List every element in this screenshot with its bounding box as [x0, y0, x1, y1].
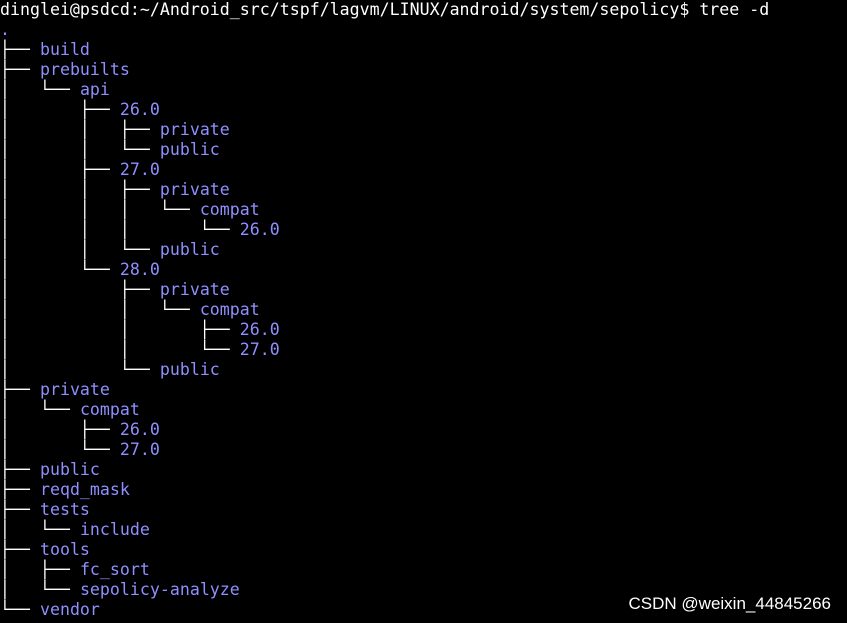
tree-branch-prefix: ├──: [0, 60, 40, 79]
tree-line: │ │ ├── 26.0: [0, 320, 280, 340]
tree-branch-prefix: ├──: [0, 460, 40, 479]
directory-name: fc_sort: [79, 560, 150, 579]
tree-branch-prefix: ├──: [0, 480, 40, 499]
tree-line: │ │ └── public: [0, 240, 220, 260]
tree-branch-prefix: │ └──: [0, 260, 120, 279]
directory-name: compat: [199, 300, 260, 319]
tree-branch-prefix: │ │ │ └──: [0, 220, 240, 239]
tree-line: │ └── 28.0: [0, 260, 160, 280]
tree-branch-prefix: │ └──: [0, 360, 160, 379]
tree-line: │ ├── 26.0: [0, 420, 160, 440]
tree-branch-prefix: │ └──: [0, 580, 80, 599]
tree-branch-prefix: ├──: [0, 540, 40, 559]
tree-line: ├── reqd_mask: [0, 480, 130, 500]
tree-line: │ └── compat: [0, 400, 140, 420]
tree-line: │ ├── private: [0, 280, 230, 300]
directory-name: public: [159, 240, 220, 259]
tree-branch-prefix: │ │ └──: [0, 240, 160, 259]
tree-line: │ │ └── public: [0, 140, 220, 160]
directory-name: 28.0: [119, 260, 160, 279]
tree-branch-prefix: │ ├──: [0, 160, 120, 179]
directory-name: 26.0: [119, 420, 160, 439]
directory-name: include: [79, 520, 150, 539]
tree-line: ├── prebuilts: [0, 60, 130, 80]
tree-branch-prefix: │ ├──: [0, 560, 80, 579]
tree-branch-prefix: │ └──: [0, 80, 80, 99]
tree-line: └── vendor: [0, 600, 100, 620]
directory-name: 26.0: [119, 100, 160, 119]
directory-name: reqd_mask: [39, 480, 130, 499]
tree-branch-prefix: │ └──: [0, 440, 120, 459]
tree-branch-prefix: │ ├──: [0, 420, 120, 439]
tree-branch-prefix: │ │ ├──: [0, 120, 160, 139]
tree-branch-prefix: │ │ └──: [0, 340, 240, 359]
tree-branch-prefix: │ │ │ └──: [0, 200, 200, 219]
tree-root: .: [0, 20, 10, 39]
tree-branch-prefix: ├──: [0, 380, 40, 399]
tree-branch-prefix: │ │ └──: [0, 300, 200, 319]
tree-line: │ │ ├── private: [0, 120, 230, 140]
directory-name: private: [159, 280, 230, 299]
tree-line: │ └── api: [0, 80, 110, 100]
directory-name: compat: [199, 200, 260, 219]
tree-line: │ │ └── compat: [0, 300, 260, 320]
directory-name: tests: [39, 500, 90, 519]
tree-line: │ └── 27.0: [0, 440, 160, 460]
tree-branch-prefix: ├──: [0, 500, 40, 519]
directory-name: private: [159, 120, 230, 139]
directory-name: 27.0: [239, 340, 280, 359]
tree-branch-prefix: │ │ ├──: [0, 320, 240, 339]
tree-line: ├── tests: [0, 500, 90, 520]
directory-name: public: [39, 460, 100, 479]
tree-branch-prefix: │ │ ├──: [0, 180, 160, 199]
directory-name: compat: [79, 400, 140, 419]
directory-name: 26.0: [239, 320, 280, 339]
directory-name: public: [159, 140, 220, 159]
directory-name: private: [159, 180, 230, 199]
directory-name: build: [39, 40, 90, 59]
tree-line: │ │ ├── private: [0, 180, 230, 200]
directory-name: api: [79, 80, 110, 99]
directory-name: tools: [39, 540, 90, 559]
tree-branch-prefix: │ ├──: [0, 100, 120, 119]
tree-line: │ └── public: [0, 360, 220, 380]
tree-line: │ ├── fc_sort: [0, 560, 150, 580]
directory-name: 27.0: [119, 160, 160, 179]
tree-line: │ ├── 27.0: [0, 160, 160, 180]
tree-line: ├── build: [0, 40, 90, 60]
tree-branch-prefix: ├──: [0, 40, 40, 59]
directory-name: 26.0: [239, 220, 280, 239]
tree-line: ├── public: [0, 460, 100, 480]
tree-line: │ └── sepolicy-analyze: [0, 580, 240, 600]
tree-branch-prefix: └──: [0, 600, 40, 619]
tree-line: │ │ └── 27.0: [0, 340, 280, 360]
tree-branch-prefix: │ └──: [0, 400, 80, 419]
command-prompt: dinglei@psdcd:~/Android_src/tspf/lagvm/L…: [0, 0, 770, 19]
directory-name: sepolicy-analyze: [79, 580, 240, 599]
tree-line: │ ├── 26.0: [0, 100, 160, 120]
directory-name: 27.0: [119, 440, 160, 459]
tree-line: ├── private: [0, 380, 110, 400]
directory-name: private: [39, 380, 110, 399]
tree-branch-prefix: │ │ └──: [0, 140, 160, 159]
tree-line: │ │ │ └── compat: [0, 200, 260, 220]
tree-branch-prefix: │ ├──: [0, 280, 160, 299]
tree-line: │ │ │ └── 26.0: [0, 220, 280, 240]
tree-line: ├── tools: [0, 540, 90, 560]
directory-name: public: [159, 360, 220, 379]
directory-name: prebuilts: [39, 60, 130, 79]
tree-branch-prefix: │ └──: [0, 520, 80, 539]
directory-name: vendor: [39, 600, 100, 619]
tree-line: │ └── include: [0, 520, 150, 540]
watermark: CSDN @weixin_44845266: [628, 594, 831, 613]
